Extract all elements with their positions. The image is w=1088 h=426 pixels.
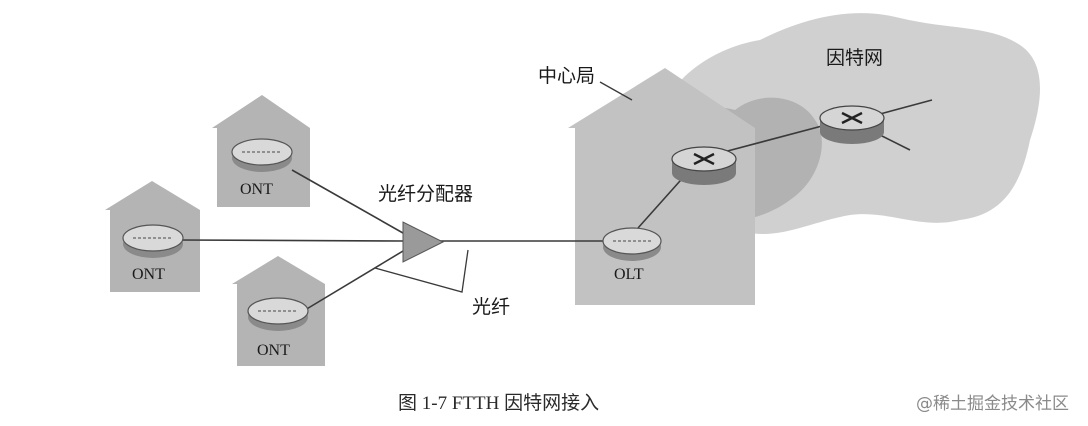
fiber-label: 光纤	[472, 296, 510, 318]
central-office-callout	[599, 81, 633, 101]
internet-label: 因特网	[826, 47, 883, 69]
router-icon-1	[671, 146, 737, 185]
fiber-lines	[177, 99, 933, 314]
fiber-line-ont-left	[177, 239, 406, 242]
fiber-line-ont-top	[291, 169, 411, 238]
ont-device-left	[122, 224, 184, 258]
router-icon-2	[819, 105, 885, 144]
watermark-text: @稀土掘金技术社区	[916, 394, 1069, 414]
fiber-callout	[374, 249, 469, 293]
olt-device	[602, 227, 662, 261]
fiber-line-ont-bottom	[299, 247, 409, 314]
ont-device-bottom	[247, 297, 309, 331]
ont-bottom-label: ONT	[257, 342, 290, 359]
ont-left-label: ONT	[132, 266, 165, 283]
olt-label: OLT	[614, 266, 644, 283]
link-olt-router1	[637, 171, 689, 229]
link-router2-upstream	[879, 99, 933, 115]
link-router2-downstream	[877, 133, 911, 151]
figure-caption: 图 1-7 FTTH 因特网接入	[398, 392, 599, 414]
central-office-label: 中心局	[538, 65, 595, 87]
ont-device-top	[231, 138, 293, 172]
ont-top-label: ONT	[240, 181, 273, 198]
link-router1-router2	[719, 125, 823, 154]
splitter-label: 光纤分配器	[378, 183, 473, 205]
splitter-icon	[402, 221, 445, 263]
